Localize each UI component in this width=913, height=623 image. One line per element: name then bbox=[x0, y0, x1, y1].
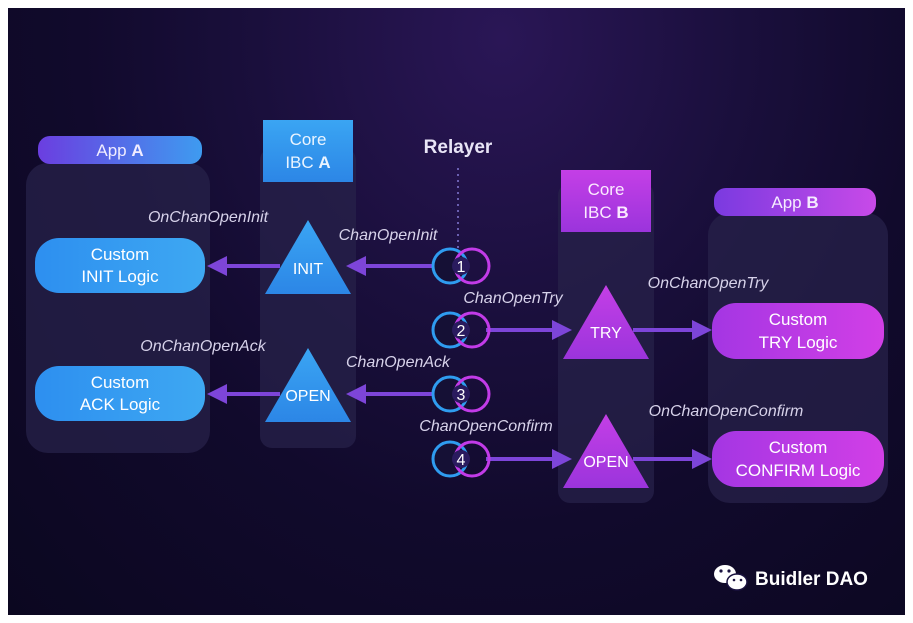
svg-text:Custom: Custom bbox=[769, 310, 828, 329]
custom-init-logic-box: Custom INIT Logic bbox=[35, 238, 205, 293]
state-init-triangle: INIT bbox=[265, 220, 351, 294]
svg-text:4: 4 bbox=[457, 452, 466, 469]
state-open-a-triangle: OPEN bbox=[265, 348, 351, 422]
state-try-triangle: TRY bbox=[563, 285, 649, 359]
svg-text:App B: App B bbox=[771, 193, 818, 212]
diagram-canvas: App A App B Core IBC A Core IBC B Relaye… bbox=[8, 8, 905, 615]
step-2-marker: 2 bbox=[431, 311, 491, 349]
message-chan-open-try: ChanOpenTry bbox=[463, 290, 563, 307]
app-b-header: App B bbox=[714, 188, 876, 216]
svg-text:OPEN: OPEN bbox=[285, 388, 330, 405]
svg-text:OPEN: OPEN bbox=[583, 454, 628, 471]
svg-text:Custom: Custom bbox=[91, 245, 150, 264]
svg-text:Core: Core bbox=[588, 180, 625, 199]
step-3-marker: 3 bbox=[431, 375, 491, 413]
custom-try-logic-box: Custom TRY Logic bbox=[712, 303, 884, 359]
core-ibc-a-header: Core IBC A bbox=[263, 120, 353, 182]
svg-text:Buidler DAO: Buidler DAO bbox=[755, 569, 868, 590]
svg-text:ACK Logic: ACK Logic bbox=[80, 395, 161, 414]
callback-on-chan-open-ack: OnChanOpenAck bbox=[140, 338, 266, 355]
svg-text:INIT Logic: INIT Logic bbox=[81, 267, 159, 286]
svg-text:Custom: Custom bbox=[769, 438, 828, 457]
app-a-header: App A bbox=[38, 136, 202, 164]
svg-text:IBC B: IBC B bbox=[583, 203, 628, 222]
callback-on-chan-open-init: OnChanOpenInit bbox=[148, 209, 269, 226]
svg-text:TRY: TRY bbox=[590, 325, 622, 342]
watermark: Buidler DAO bbox=[714, 565, 868, 591]
svg-text:3: 3 bbox=[457, 387, 466, 404]
wechat-icon bbox=[714, 565, 748, 591]
message-chan-open-confirm: ChanOpenConfirm bbox=[419, 418, 552, 435]
step-4-marker: 4 bbox=[431, 440, 491, 478]
core-a-column bbox=[260, 148, 356, 448]
step-1-marker: 1 bbox=[431, 247, 491, 285]
custom-ack-logic-box: Custom ACK Logic bbox=[35, 366, 205, 421]
message-chan-open-init: ChanOpenInit bbox=[339, 227, 438, 244]
svg-text:Custom: Custom bbox=[91, 373, 150, 392]
ibc-channel-handshake-diagram: App A App B Core IBC A Core IBC B Relaye… bbox=[26, 120, 888, 591]
svg-text:IBC A: IBC A bbox=[285, 153, 330, 172]
svg-text:TRY Logic: TRY Logic bbox=[759, 333, 838, 352]
flow-arrows bbox=[207, 256, 712, 469]
state-open-b-triangle: OPEN bbox=[563, 414, 649, 488]
svg-text:1: 1 bbox=[457, 259, 466, 276]
svg-text:App A: App A bbox=[96, 141, 143, 160]
custom-confirm-logic-box: Custom CONFIRM Logic bbox=[712, 431, 884, 487]
callback-on-chan-open-confirm: OnChanOpenConfirm bbox=[649, 403, 804, 420]
svg-text:INIT: INIT bbox=[293, 261, 323, 278]
message-chan-open-ack: ChanOpenAck bbox=[346, 354, 451, 371]
core-ibc-b-header: Core IBC B bbox=[561, 170, 651, 232]
callback-on-chan-open-try: OnChanOpenTry bbox=[648, 275, 770, 292]
relayer-label: Relayer bbox=[424, 137, 493, 158]
svg-text:Core: Core bbox=[290, 130, 327, 149]
svg-text:CONFIRM Logic: CONFIRM Logic bbox=[736, 461, 861, 480]
svg-text:2: 2 bbox=[457, 323, 466, 340]
